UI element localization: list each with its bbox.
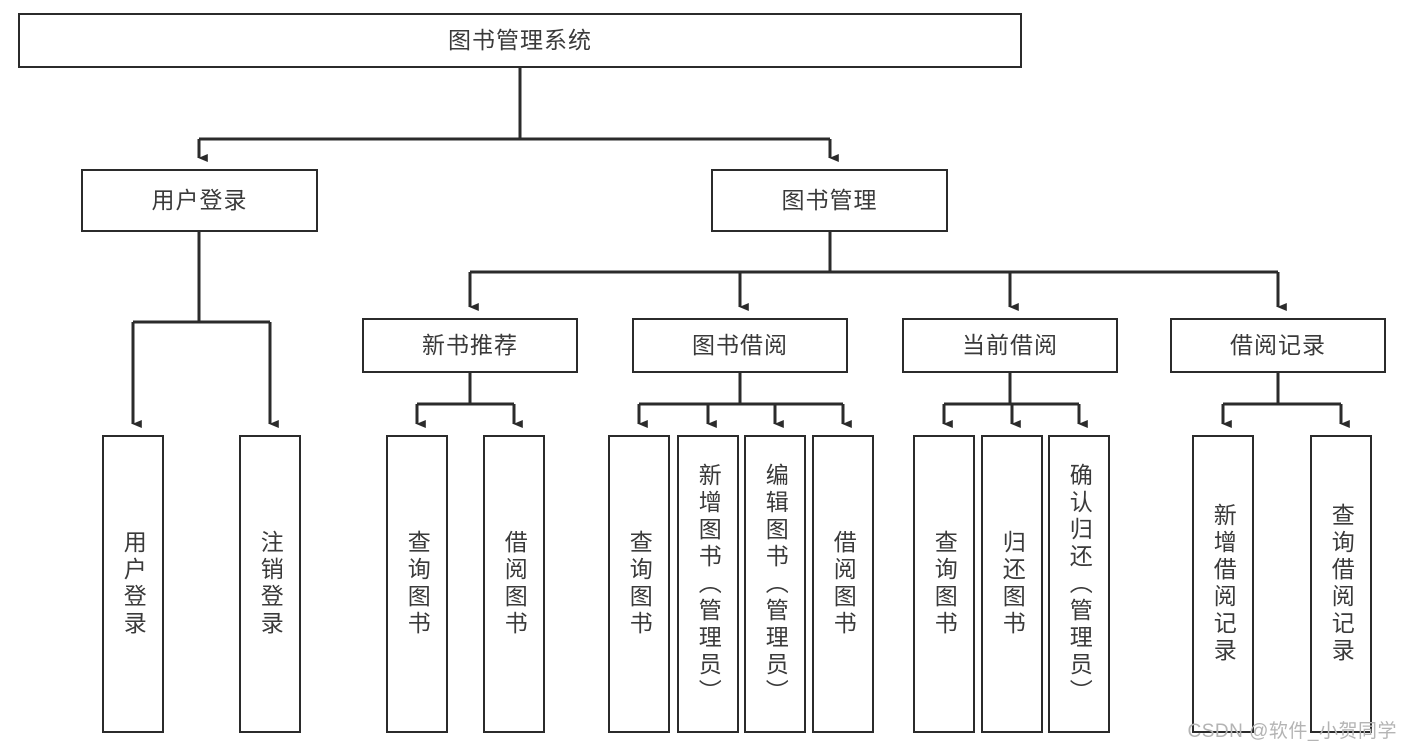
leaf-borrow-book[interactable]: 借阅图书 bbox=[812, 435, 874, 733]
leaf-user-login[interactable]: 用户登录 bbox=[102, 435, 164, 733]
node-label: 确认归还（管理员） bbox=[1066, 462, 1093, 706]
leaf-query-book-recommendation[interactable]: 查询图书 bbox=[386, 435, 448, 733]
leaf-return-book[interactable]: 归还图书 bbox=[981, 435, 1043, 733]
node-new-book-recommendation[interactable]: 新书推荐 bbox=[362, 318, 578, 373]
leaf-edit-book-admin[interactable]: 编辑图书（管理员） bbox=[744, 435, 806, 733]
node-label: 查询借阅记录 bbox=[1328, 503, 1355, 665]
node-user-login[interactable]: 用户登录 bbox=[81, 169, 318, 232]
leaf-add-book-admin[interactable]: 新增图书（管理员） bbox=[677, 435, 739, 733]
node-label: 编辑图书（管理员） bbox=[762, 462, 789, 706]
node-root-book-management-system[interactable]: 图书管理系统 bbox=[18, 13, 1022, 68]
watermark-text: CSDN @软件_小贺同学 bbox=[1187, 721, 1397, 742]
node-label: 新书推荐 bbox=[422, 331, 518, 358]
node-label: 新增借阅记录 bbox=[1210, 503, 1237, 665]
leaf-confirm-return-admin[interactable]: 确认归还（管理员） bbox=[1048, 435, 1110, 733]
node-label: 图书管理系统 bbox=[448, 26, 592, 53]
leaf-query-borrow-record[interactable]: 查询借阅记录 bbox=[1310, 435, 1372, 733]
node-label: 图书借阅 bbox=[692, 331, 788, 358]
node-label: 借阅图书 bbox=[501, 530, 528, 638]
node-borrow-records[interactable]: 借阅记录 bbox=[1170, 318, 1386, 373]
node-current-borrow[interactable]: 当前借阅 bbox=[902, 318, 1118, 373]
node-label: 查询图书 bbox=[931, 530, 958, 638]
leaf-query-book-current[interactable]: 查询图书 bbox=[913, 435, 975, 733]
node-label: 当前借阅 bbox=[962, 331, 1058, 358]
node-label: 用户登录 bbox=[151, 186, 248, 213]
node-label: 注销登录 bbox=[257, 530, 284, 638]
node-label: 用户登录 bbox=[120, 530, 147, 638]
leaf-borrow-book-recommendation[interactable]: 借阅图书 bbox=[483, 435, 545, 733]
node-label: 借阅记录 bbox=[1230, 331, 1326, 358]
node-label: 新增图书（管理员） bbox=[695, 462, 722, 706]
leaf-add-borrow-record[interactable]: 新增借阅记录 bbox=[1192, 435, 1254, 733]
node-book-management[interactable]: 图书管理 bbox=[711, 169, 948, 232]
node-label: 借阅图书 bbox=[830, 530, 857, 638]
leaf-logout[interactable]: 注销登录 bbox=[239, 435, 301, 733]
node-label: 查询图书 bbox=[404, 530, 431, 638]
node-label: 查询图书 bbox=[626, 530, 653, 638]
node-label: 归还图书 bbox=[999, 530, 1026, 638]
node-book-borrow[interactable]: 图书借阅 bbox=[632, 318, 848, 373]
node-label: 图书管理 bbox=[781, 186, 878, 213]
leaf-query-book-borrow[interactable]: 查询图书 bbox=[608, 435, 670, 733]
